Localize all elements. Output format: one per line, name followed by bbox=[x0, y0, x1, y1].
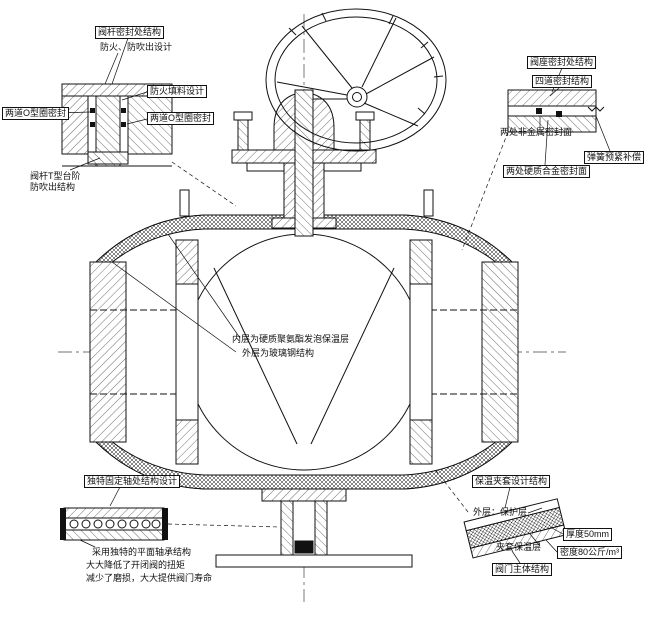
label-jacket-title: 保温夹套设计结构 bbox=[472, 475, 551, 488]
label-insulation-outer: 外层为玻璃钢结构 bbox=[242, 348, 315, 358]
label-fire-packing-design: 防火填料设计 bbox=[147, 85, 208, 98]
label-spring-preload: 弹簧预紧补偿 bbox=[584, 151, 645, 164]
stem-assembly bbox=[231, 89, 377, 237]
label-torque-note: 大大降低了开闭阀的扭矩 bbox=[86, 560, 186, 570]
label-four-seal-structure: 四道密封结构 bbox=[532, 75, 593, 88]
detail-plane-bearing bbox=[60, 507, 168, 541]
label-plane-bearing-note: 采用独特的平面轴承结构 bbox=[92, 547, 192, 557]
weld-end-left bbox=[89, 261, 127, 443]
handwheel bbox=[265, 8, 447, 152]
base-plate bbox=[215, 554, 413, 568]
label-stem-seal-title: 阀杆密封处结构 bbox=[95, 26, 165, 39]
detail-jacket-layers bbox=[463, 498, 567, 559]
seat-plates bbox=[175, 239, 433, 465]
label-insulation-inner: 内层为硬质聚氨酯发泡保温层 bbox=[232, 334, 350, 344]
label-oring-seal-right: 两道O型圈密封 bbox=[147, 112, 215, 125]
label-fixed-shaft-title: 独特固定轴处结构设计 bbox=[84, 475, 181, 488]
label-thickness: 厚度50mm bbox=[563, 528, 613, 541]
spring-symbol bbox=[587, 106, 605, 112]
label-outer-protect-layer: 外层：保护层 bbox=[473, 507, 528, 517]
label-stem-t-step: 阀杆T型台阶 防吹出结构 bbox=[30, 171, 81, 193]
bottom-trunnion bbox=[215, 488, 413, 568]
label-seat-seal-title: 阀座密封处结构 bbox=[527, 56, 597, 69]
stem bbox=[294, 89, 314, 237]
leader-lines bbox=[57, 37, 611, 564]
label-carbide-seal-faces: 两处硬质合金密封面 bbox=[503, 165, 591, 178]
weld-end-right bbox=[481, 261, 519, 443]
label-density: 密度80公斤/m³ bbox=[557, 546, 623, 559]
label-jacket-insulation: 夹套保温层 bbox=[496, 542, 542, 552]
label-stem-t-step-line1: 阀杆T型台阶 bbox=[30, 171, 81, 181]
label-nonmetal-seal-faces: 两处非金属密封面 bbox=[500, 127, 573, 137]
label-wear-note: 减少了磨损，大大提供阀门寿命 bbox=[86, 573, 213, 583]
label-stem-t-step-line2: 防吹出结构 bbox=[30, 182, 76, 192]
label-oring-seal-left: 两道O型圈密封 bbox=[2, 107, 70, 120]
detail-seat-seal bbox=[507, 89, 605, 133]
label-fire-blowout-design: 防火、防吹出设计 bbox=[100, 42, 173, 52]
label-valve-body-structure: 阀门主体结构 bbox=[492, 563, 553, 576]
